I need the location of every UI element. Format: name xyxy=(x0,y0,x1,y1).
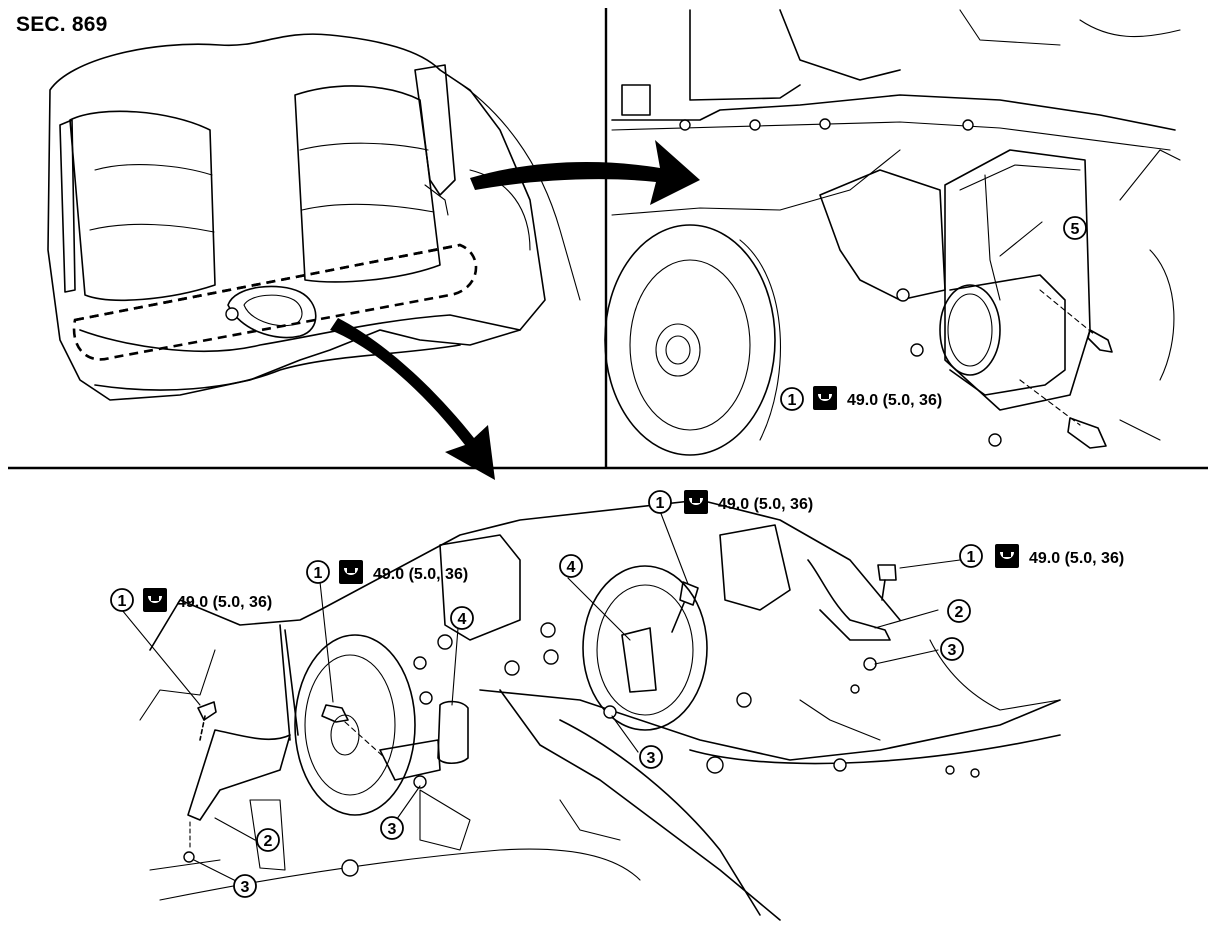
audio-unit-view xyxy=(604,9,1181,456)
svg-text:1: 1 xyxy=(656,495,665,512)
callout-nut-left: 3 xyxy=(233,874,257,898)
svg-text:4: 4 xyxy=(567,559,576,576)
svg-text:4: 4 xyxy=(458,611,467,628)
svg-text:3: 3 xyxy=(241,879,250,896)
leader-lines xyxy=(121,221,1043,883)
svg-text:3: 3 xyxy=(388,821,397,838)
torque-label-left-harness: 1 49.0 (5.0, 36) xyxy=(110,588,272,612)
svg-text:1: 1 xyxy=(118,593,127,610)
svg-text:49.0 (5.0, 36): 49.0 (5.0, 36) xyxy=(718,496,813,513)
torque-label-audio-unit: 1 49.0 (5.0, 36) xyxy=(780,386,942,411)
svg-text:5: 5 xyxy=(1071,221,1080,238)
callout-nut-center: 3 xyxy=(639,745,663,769)
torque-label-center-speaker: 1 49.0 (5.0, 36) xyxy=(648,490,813,514)
rear-seat-view xyxy=(47,33,581,401)
svg-text:1: 1 xyxy=(967,549,976,566)
bolt-left-speaker xyxy=(321,704,386,759)
callout-nut-right: 3 xyxy=(940,637,964,661)
svg-text:49.0 (5.0, 36): 49.0 (5.0, 36) xyxy=(1029,550,1124,567)
callout-ground-harness-right: 2 xyxy=(947,599,971,623)
arrow-to-audio-unit xyxy=(470,140,700,205)
rear-floor-view xyxy=(139,499,1061,921)
svg-text:1: 1 xyxy=(788,392,797,409)
svg-text:1: 1 xyxy=(314,565,323,582)
seat-removal-outline xyxy=(72,243,478,361)
bolt-right-harness xyxy=(877,564,897,601)
svg-text:2: 2 xyxy=(264,833,273,850)
svg-text:49.0 (5.0, 36): 49.0 (5.0, 36) xyxy=(177,594,272,611)
torque-label-left-speaker: 1 49.0 (5.0, 36) xyxy=(306,560,468,584)
torque-label-right-harness: 1 49.0 (5.0, 36) xyxy=(959,544,1124,568)
callout-ground-harness-left: 2 xyxy=(256,828,280,852)
svg-text:3: 3 xyxy=(647,750,656,767)
arrow-to-floor-view xyxy=(330,318,495,480)
svg-text:3: 3 xyxy=(948,642,957,659)
callout-bracket-left: 4 xyxy=(450,606,474,630)
bolt-upper xyxy=(1039,289,1113,353)
bolt-lower xyxy=(1019,379,1107,449)
bolt-center-speaker xyxy=(671,581,699,633)
svg-text:49.0 (5.0, 36): 49.0 (5.0, 36) xyxy=(373,566,468,583)
svg-text:2: 2 xyxy=(955,604,964,621)
callout-bracket-center: 4 xyxy=(559,554,583,578)
svg-text:49.0 (5.0, 36): 49.0 (5.0, 36) xyxy=(847,392,942,409)
section-label: SEC. 869 xyxy=(16,13,108,36)
callout-nut-left-speaker: 3 xyxy=(380,816,404,840)
callout-audio-unit: 5 xyxy=(1063,216,1087,240)
